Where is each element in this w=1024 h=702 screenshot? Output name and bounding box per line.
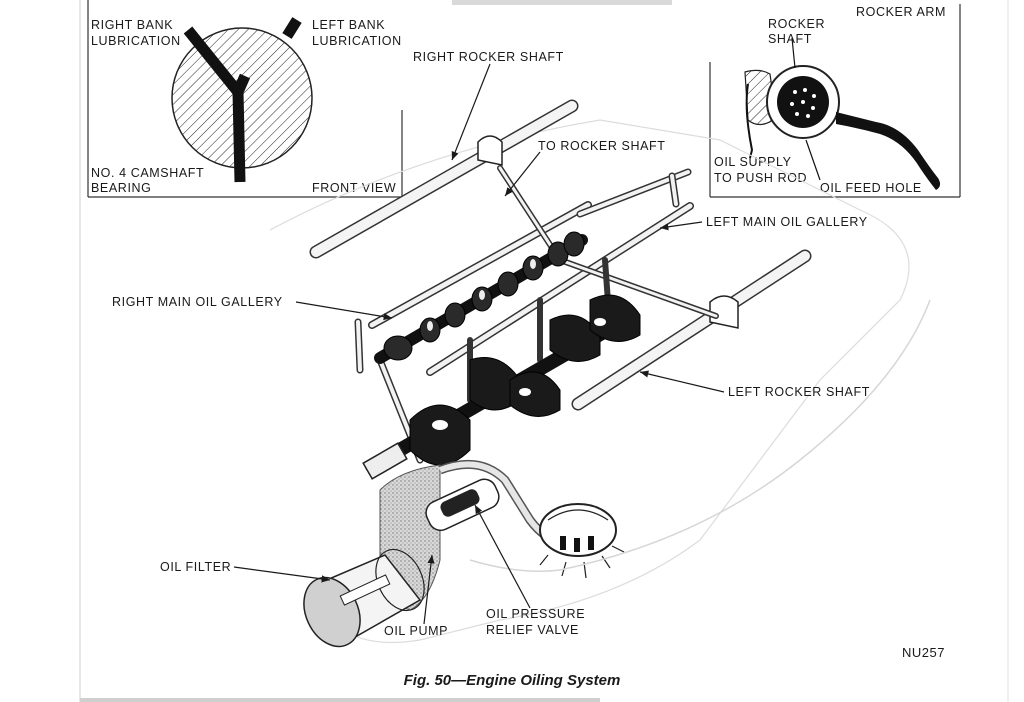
rocker-shaft-label-2: SHAFT (768, 32, 812, 46)
crankshaft (362, 294, 641, 480)
oil-passage-left (282, 17, 302, 39)
right-rocker-shaft (309, 99, 579, 259)
left-rocker-shaft (571, 249, 812, 411)
oil-pump-screen (539, 503, 625, 579)
camshaft (374, 231, 588, 364)
rocker-arm-profile (836, 112, 941, 190)
right-bank-label-2: LUBRICATION (91, 34, 181, 48)
leader-lines (233, 63, 725, 625)
oil-supply-label-2: TO PUSH ROD (714, 171, 807, 185)
next-text-line (80, 698, 600, 702)
oil-filter-label: OIL FILTER (160, 560, 231, 574)
oil-pressure-relief-valve (425, 478, 500, 532)
oil-pan-outline (469, 299, 931, 572)
rocker-arm-inset: ROCKER ARM ROCKER SHAFT OIL SUPPLY TO PU… (709, 4, 961, 198)
left-main-gallery-label: LEFT MAIN OIL GALLERY (706, 215, 868, 229)
oil-galleries (354, 165, 719, 464)
rocker-shaft-label-1: ROCKER (768, 17, 825, 31)
right-rocker-shaft-label: RIGHT ROCKER SHAFT (413, 50, 564, 64)
left-rocker-shaft-label: LEFT ROCKER SHAFT (728, 385, 870, 399)
oil-feed-hole-label: OIL FEED HOLE (820, 181, 922, 195)
left-bank-label-1: LEFT BANK (312, 18, 385, 32)
oil-pump-label: OIL PUMP (384, 624, 448, 638)
left-bank-label-2: LUBRICATION (312, 34, 402, 48)
to-rocker-shaft-label: TO ROCKER SHAFT (538, 139, 666, 153)
right-main-gallery-label: RIGHT MAIN OIL GALLERY (112, 295, 283, 309)
right-bank-label-1: RIGHT BANK (91, 18, 173, 32)
relief-valve-label-2: RELIEF VALVE (486, 623, 579, 637)
front-view-inset: RIGHT BANK LUBRICATION LEFT BANK LUBRICA… (87, 0, 403, 198)
camshaft-label-1: NO. 4 CAMSHAFT (91, 166, 204, 180)
oil-filter (303, 548, 425, 648)
camshaft-label-2: BEARING (91, 181, 151, 195)
rocker-arm-label: ROCKER ARM (856, 5, 946, 19)
figure-caption: Fig. 50—Engine Oiling System (403, 672, 621, 689)
oil-supply-label-1: OIL SUPPLY (714, 155, 792, 169)
relief-valve-label-1: OIL PRESSURE (486, 607, 585, 621)
figure-id: NU257 (902, 645, 945, 660)
front-view-label: FRONT VIEW (312, 181, 396, 195)
top-scroll-strip (452, 0, 672, 5)
